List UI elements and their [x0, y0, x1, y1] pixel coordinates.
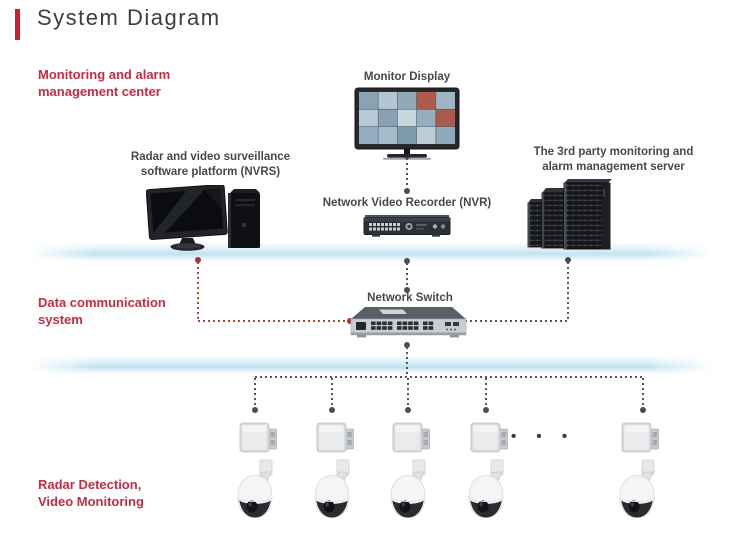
radar-detector-unit — [391, 420, 433, 463]
connection-dot — [405, 407, 411, 413]
ptz-camera-unit — [384, 459, 434, 526]
ptz-camera-icon — [238, 460, 272, 518]
connection-dot — [565, 257, 571, 263]
connection-dot-red — [195, 257, 201, 263]
field-drop-line — [485, 378, 487, 408]
connection-line-server-switch-h — [455, 320, 568, 322]
label-third-party-server: The 3rd party monitoring and alarm manag… — [533, 146, 694, 174]
connection-dot — [329, 407, 335, 413]
connection-line-tv-nvr — [406, 158, 408, 188]
ptz-camera-unit — [613, 459, 663, 526]
connection-dot — [252, 407, 258, 413]
nvr-device — [362, 211, 452, 246]
connection-dot — [404, 258, 410, 264]
ptz-camera-icon — [315, 460, 349, 518]
connection-line-nvr-switch — [406, 263, 408, 288]
tv-wall-display-icon — [354, 87, 460, 160]
label-nvr: Network Video Recorder (NVR) — [322, 197, 492, 209]
ptz-camera-icon — [391, 460, 425, 518]
connection-dot — [404, 342, 410, 348]
network-switch-icon — [350, 307, 467, 338]
desktop-computer-icon — [145, 184, 260, 251]
radar-detector-icon — [393, 423, 430, 452]
more-units-ellipsis: • • • — [511, 428, 576, 445]
connection-dot — [404, 287, 410, 293]
connection-dot — [640, 407, 646, 413]
title-accent-bar — [15, 9, 20, 40]
connection-line-server-switch-v — [567, 262, 569, 321]
radar-detector-icon — [471, 423, 508, 452]
label-monitor-display: Monitor Display — [363, 71, 451, 83]
ptz-camera-icon — [469, 460, 503, 518]
field-drop-line — [331, 378, 333, 408]
field-drop-line — [407, 378, 409, 408]
radar-detector-unit — [469, 420, 511, 463]
connection-line-nvrs-switch-h — [198, 320, 349, 322]
connection-line-nvrs-switch-v — [197, 262, 199, 321]
monitor-display-device — [354, 87, 460, 168]
connection-dot-red — [347, 318, 353, 324]
third-party-server-device — [524, 178, 618, 258]
section-label-radar-detection: Radar Detection, Video Monitoring — [38, 477, 144, 509]
connection-dot — [483, 407, 489, 413]
field-drop-line — [254, 378, 256, 408]
radar-detector-unit — [238, 420, 280, 463]
field-distribution-bus — [255, 376, 644, 378]
radar-detector-icon — [240, 423, 277, 452]
ptz-camera-icon — [620, 460, 654, 518]
server-rack-icon — [527, 178, 613, 253]
nvrs-workstation-device — [145, 184, 264, 258]
label-network-switch: Network Switch — [367, 292, 453, 304]
section-label-monitoring-center: Monitoring and alarm management center — [38, 67, 171, 99]
nvr-recorder-icon — [363, 215, 451, 237]
label-nvrs: Radar and video surveillance software pl… — [130, 151, 291, 179]
radar-detector-unit — [620, 420, 662, 463]
ptz-camera-unit — [462, 459, 512, 526]
ptz-camera-unit — [308, 459, 358, 526]
network-switch-device — [349, 305, 467, 346]
ptz-camera-unit — [231, 459, 281, 526]
page-title: System Diagram — [37, 5, 221, 30]
section-label-data-communication: Data communication system — [38, 295, 166, 327]
connection-line-switch-field — [406, 347, 408, 377]
radar-detector-icon — [622, 423, 659, 452]
radar-detector-unit — [315, 420, 357, 463]
connection-dot — [404, 188, 410, 194]
radar-detector-icon — [317, 423, 354, 452]
network-band-bottom — [28, 355, 714, 375]
field-drop-line — [642, 378, 644, 408]
